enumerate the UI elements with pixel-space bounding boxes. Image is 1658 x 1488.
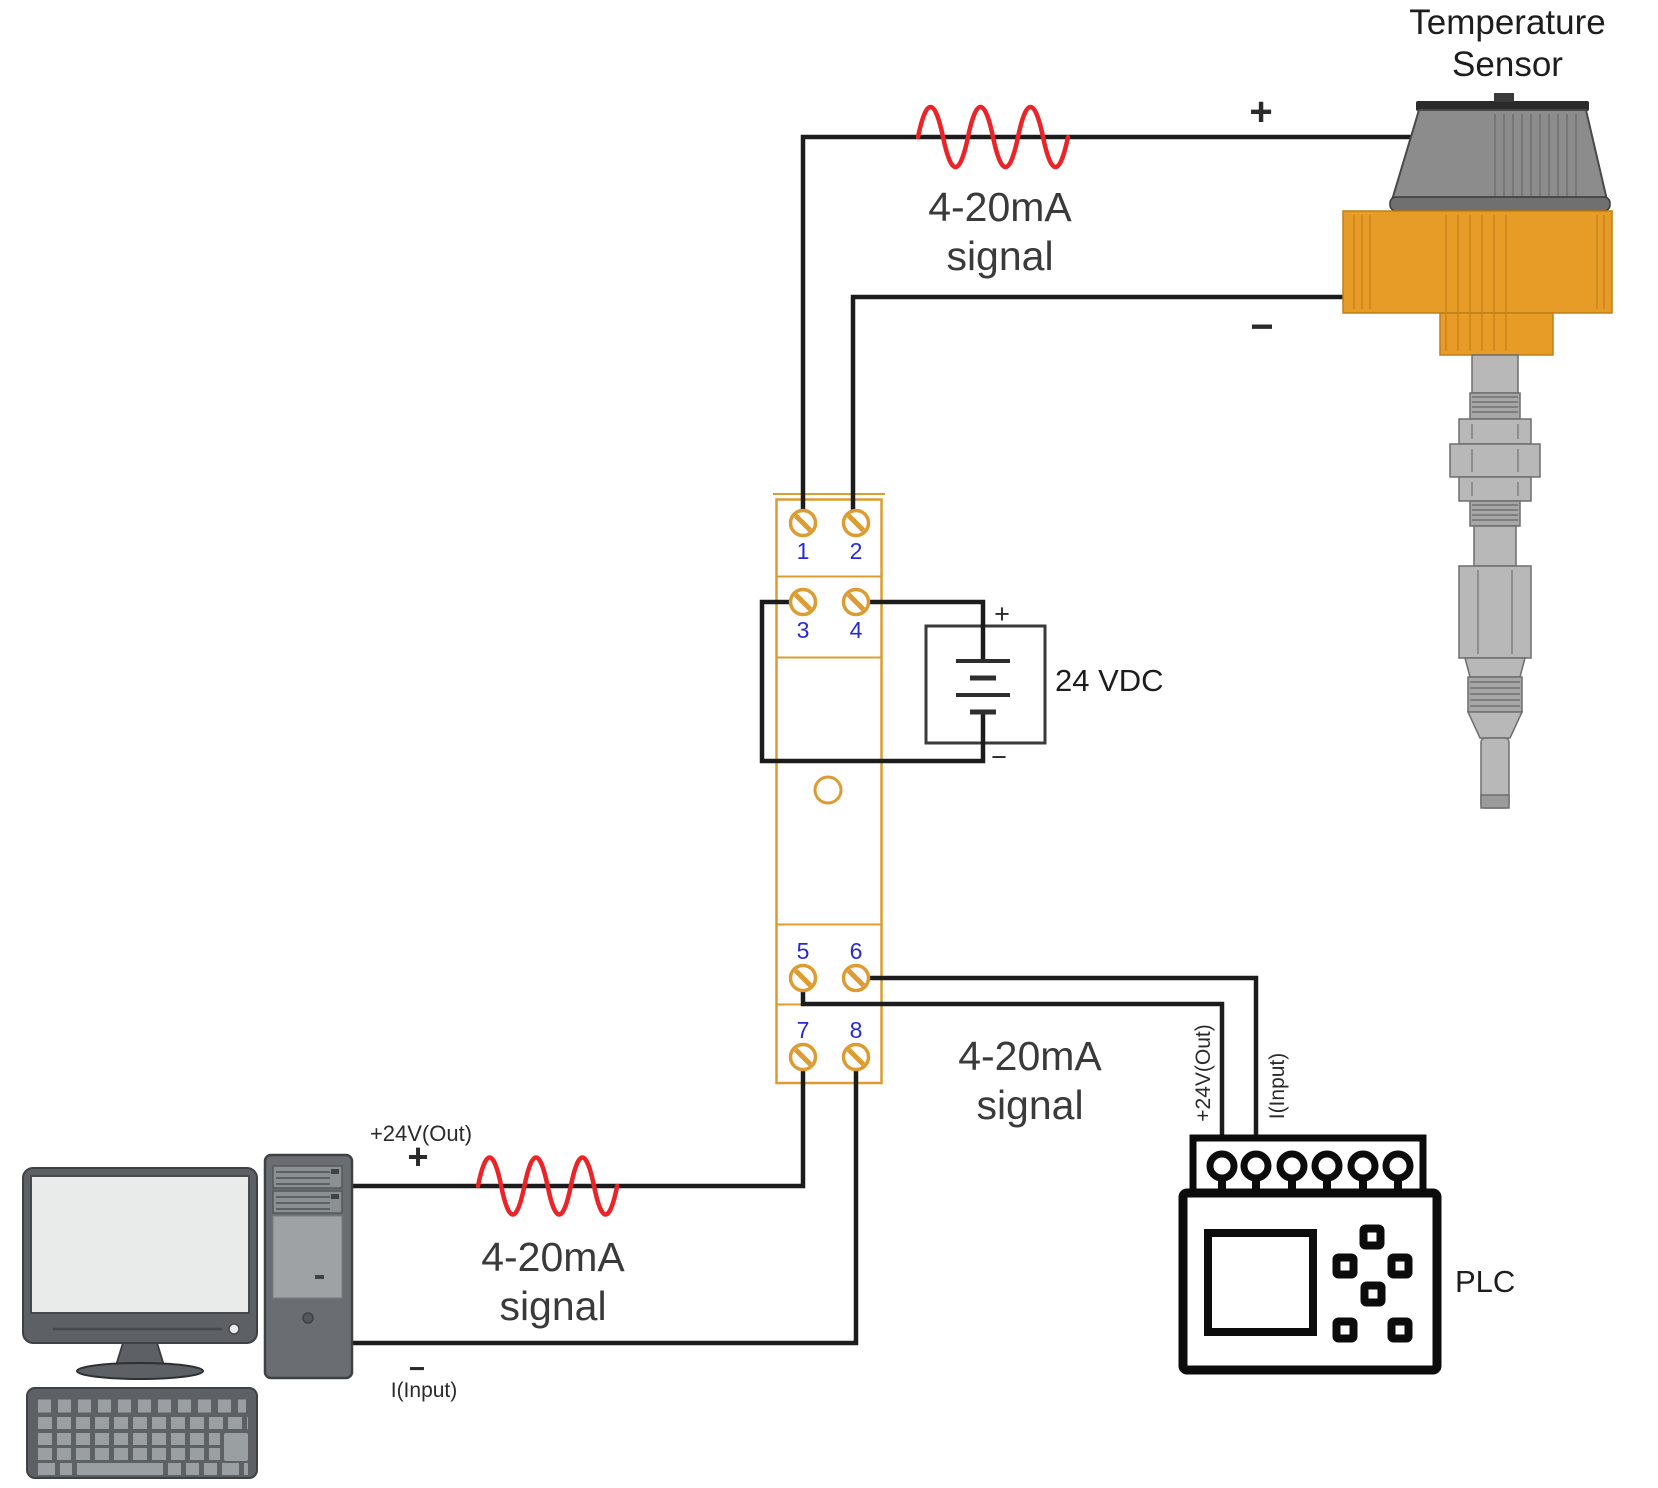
plc-device: [1178, 1134, 1442, 1375]
plc-keypad: [1332, 1224, 1413, 1343]
battery-symbol: [956, 659, 1010, 715]
terminal-screw-1: [788, 508, 818, 538]
desktop-computer: [22, 1153, 354, 1479]
sine-wave-top: [915, 104, 1071, 170]
signal-label-top-line1: 4-20mA: [928, 184, 1072, 230]
terminal-number-2: 2: [849, 538, 863, 564]
temperature-sensor: [1342, 93, 1613, 809]
plc-wire-label-24v: +24V(Out): [1192, 1024, 1215, 1122]
power-supply-label: 24 VDC: [1055, 663, 1164, 698]
terminal-screw-5: [788, 963, 818, 993]
wire-sensor-plus: [800, 134, 1412, 515]
terminal-screw-7: [788, 1042, 818, 1072]
terminal-number-1: 1: [796, 538, 810, 564]
terminal-number-4: 4: [849, 617, 863, 643]
terminal-number-8: 8: [849, 1017, 863, 1043]
signal-label-bl-line2: signal: [499, 1283, 607, 1329]
computer-plus-sign: +: [407, 1136, 429, 1177]
terminal-number-7: 7: [796, 1017, 810, 1043]
terminal-screw-3: [788, 587, 818, 617]
computer-tower: [263, 1153, 354, 1380]
module-led-circle: [813, 775, 843, 805]
wire-computer-input: [350, 1068, 859, 1346]
signal-waves: [475, 104, 1071, 1217]
plc-terminal-strip: [1206, 1150, 1414, 1196]
wire-sensor-minus: [850, 294, 1344, 515]
terminal-number-5: 5: [796, 938, 810, 964]
computer-wire-label-input: I(Input): [390, 1379, 458, 1402]
computer-monitor: [22, 1167, 258, 1380]
signal-label-top: 4-20mA signal: [850, 183, 1150, 281]
terminal-screw-2: [841, 508, 871, 538]
sensor-title: Temperature Sensor: [1390, 2, 1625, 86]
signal-label-top-line2: signal: [946, 233, 1054, 279]
sensor-minus-sign: −: [1250, 305, 1274, 349]
isolator-terminals: [788, 508, 871, 1072]
terminal-screw-4: [841, 587, 871, 617]
terminal-number-3: 3: [796, 617, 810, 643]
computer-minus-sign: −: [408, 1353, 426, 1384]
terminal-number-6: 6: [849, 938, 863, 964]
sensor-plus-sign: +: [1249, 90, 1273, 134]
sensor-title-line2: Sensor: [1452, 45, 1563, 84]
plc-screen: [1204, 1229, 1317, 1336]
power-supply-box: [924, 624, 1047, 745]
signal-label-br-line2: signal: [976, 1082, 1084, 1128]
sine-wave-bottom-left: [475, 1155, 620, 1217]
plc-wire-label-input: I(Input): [1266, 1052, 1289, 1120]
battery-plus-sign: +: [994, 599, 1010, 629]
wire-plc-input: [869, 975, 1259, 1152]
battery-minus-sign: −: [991, 742, 1007, 772]
wire-battery-minus: [759, 599, 986, 764]
terminal-screw-8: [841, 1042, 871, 1072]
signal-label-bl-line1: 4-20mA: [481, 1234, 625, 1280]
computer-wire-label-24v: +24V(Out): [369, 1121, 473, 1146]
terminal-screw-6: [841, 963, 871, 993]
computer-keyboard: [26, 1387, 258, 1479]
signal-label-bottom-right: 4-20mA signal: [880, 1032, 1180, 1130]
signal-label-br-line1: 4-20mA: [958, 1033, 1102, 1079]
signal-label-bottom-left: 4-20mA signal: [403, 1233, 703, 1331]
wire-plc-24v: [800, 990, 1225, 1152]
plc-label: PLC: [1455, 1264, 1516, 1299]
sensor-title-line1: Temperature: [1409, 3, 1606, 42]
wire-battery-plus: [869, 599, 986, 661]
